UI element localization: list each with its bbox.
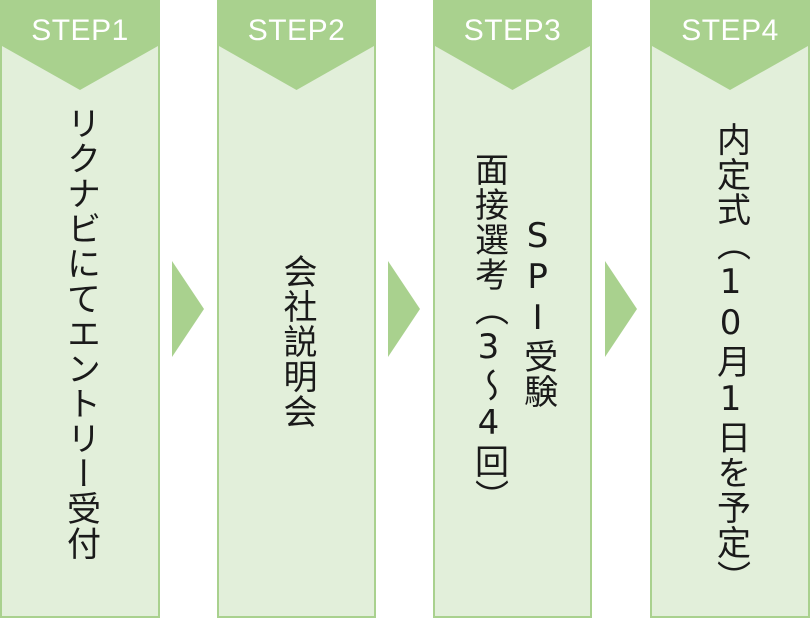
step-1-header: STEP1: [2, 2, 158, 92]
step-2-text: 会社説明会: [277, 254, 318, 429]
step-4-text: 内定式（10月1日を予定）: [710, 122, 751, 595]
step-3-card: STEP3 SPI受験 面接選考（3～4回）: [433, 0, 592, 618]
step-1-label: STEP1: [31, 14, 129, 47]
step-2-label: STEP2: [247, 14, 346, 47]
step-3-header-ribbon: [435, 2, 590, 90]
step-2-header: STEP2: [219, 2, 374, 92]
arrow-3-icon: [605, 261, 637, 357]
step-1-text: リクナビにてエントリー受付: [60, 106, 101, 561]
step-1-card: STEP1 リクナビにてエントリー受付: [0, 0, 160, 618]
step-1-header-ribbon: [2, 2, 158, 90]
step-4-header-ribbon: [652, 2, 808, 90]
step-4-header: STEP4: [652, 2, 808, 92]
arrow-1-icon: [172, 261, 204, 357]
step-3-header: STEP3: [435, 2, 590, 92]
arrow-2-icon: [388, 261, 420, 357]
step-4-label: STEP4: [681, 14, 779, 47]
step-3-secondary-text: SPI受験: [517, 216, 558, 409]
step-3-text: 面接選考（3～4回）: [468, 152, 509, 514]
step-3-label: STEP3: [463, 14, 562, 47]
step-2-card: STEP2 会社説明会: [217, 0, 376, 618]
step-2-header-ribbon: [219, 2, 374, 90]
step-4-card: STEP4 内定式（10月1日を予定）: [650, 0, 810, 618]
